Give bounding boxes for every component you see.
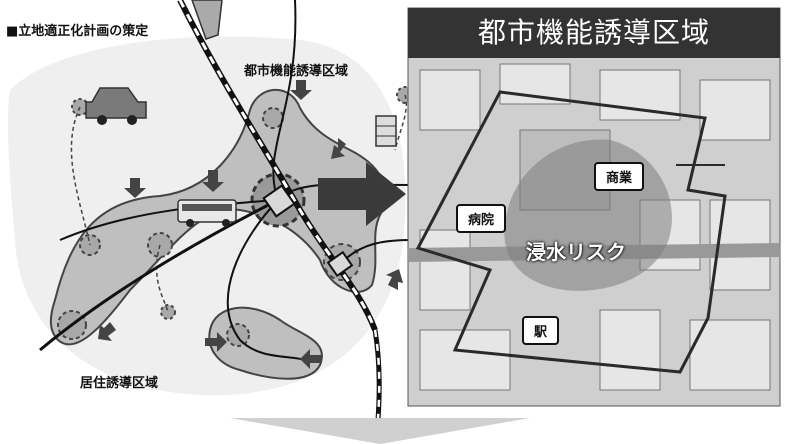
dashed-link [155, 244, 169, 313]
railway-stripes [373, 329, 381, 419]
urban-area-outline [415, 90, 727, 374]
big-arrow-right [318, 162, 406, 226]
dashed-link [70, 106, 91, 246]
page-heading: ■立地適正化計画の策定 [6, 24, 149, 39]
flood-risk-label: 浸水リスク [526, 240, 626, 264]
urban-function-area-label: 都市機能誘導区域 [244, 64, 349, 79]
hub-circle [262, 107, 284, 129]
station-box [326, 250, 354, 278]
commerce-label: 商業 [594, 162, 645, 191]
station-box [262, 184, 296, 218]
bottom-down-arrow [230, 418, 530, 444]
car-icon [85, 87, 147, 125]
road [272, 0, 297, 201]
inward-arrows [98, 80, 403, 369]
road [39, 198, 279, 352]
bus-icon [177, 199, 237, 227]
road [226, 199, 306, 361]
residential-area-label: 居住誘導区域 [80, 376, 159, 391]
hub-circle [226, 323, 250, 347]
right-panel-title: 都市機能誘導区域 [408, 8, 780, 58]
right-panel: 都市機能誘導区域 商業 病院 駅 浸水リスク [408, 8, 780, 406]
building-icon [375, 115, 397, 147]
railway-stripes [178, 0, 377, 331]
road [59, 199, 279, 241]
hub-circle [160, 304, 176, 320]
hospital-label: 病院 [456, 204, 507, 233]
station-label: 駅 [522, 316, 560, 345]
train-icon [191, 0, 223, 40]
